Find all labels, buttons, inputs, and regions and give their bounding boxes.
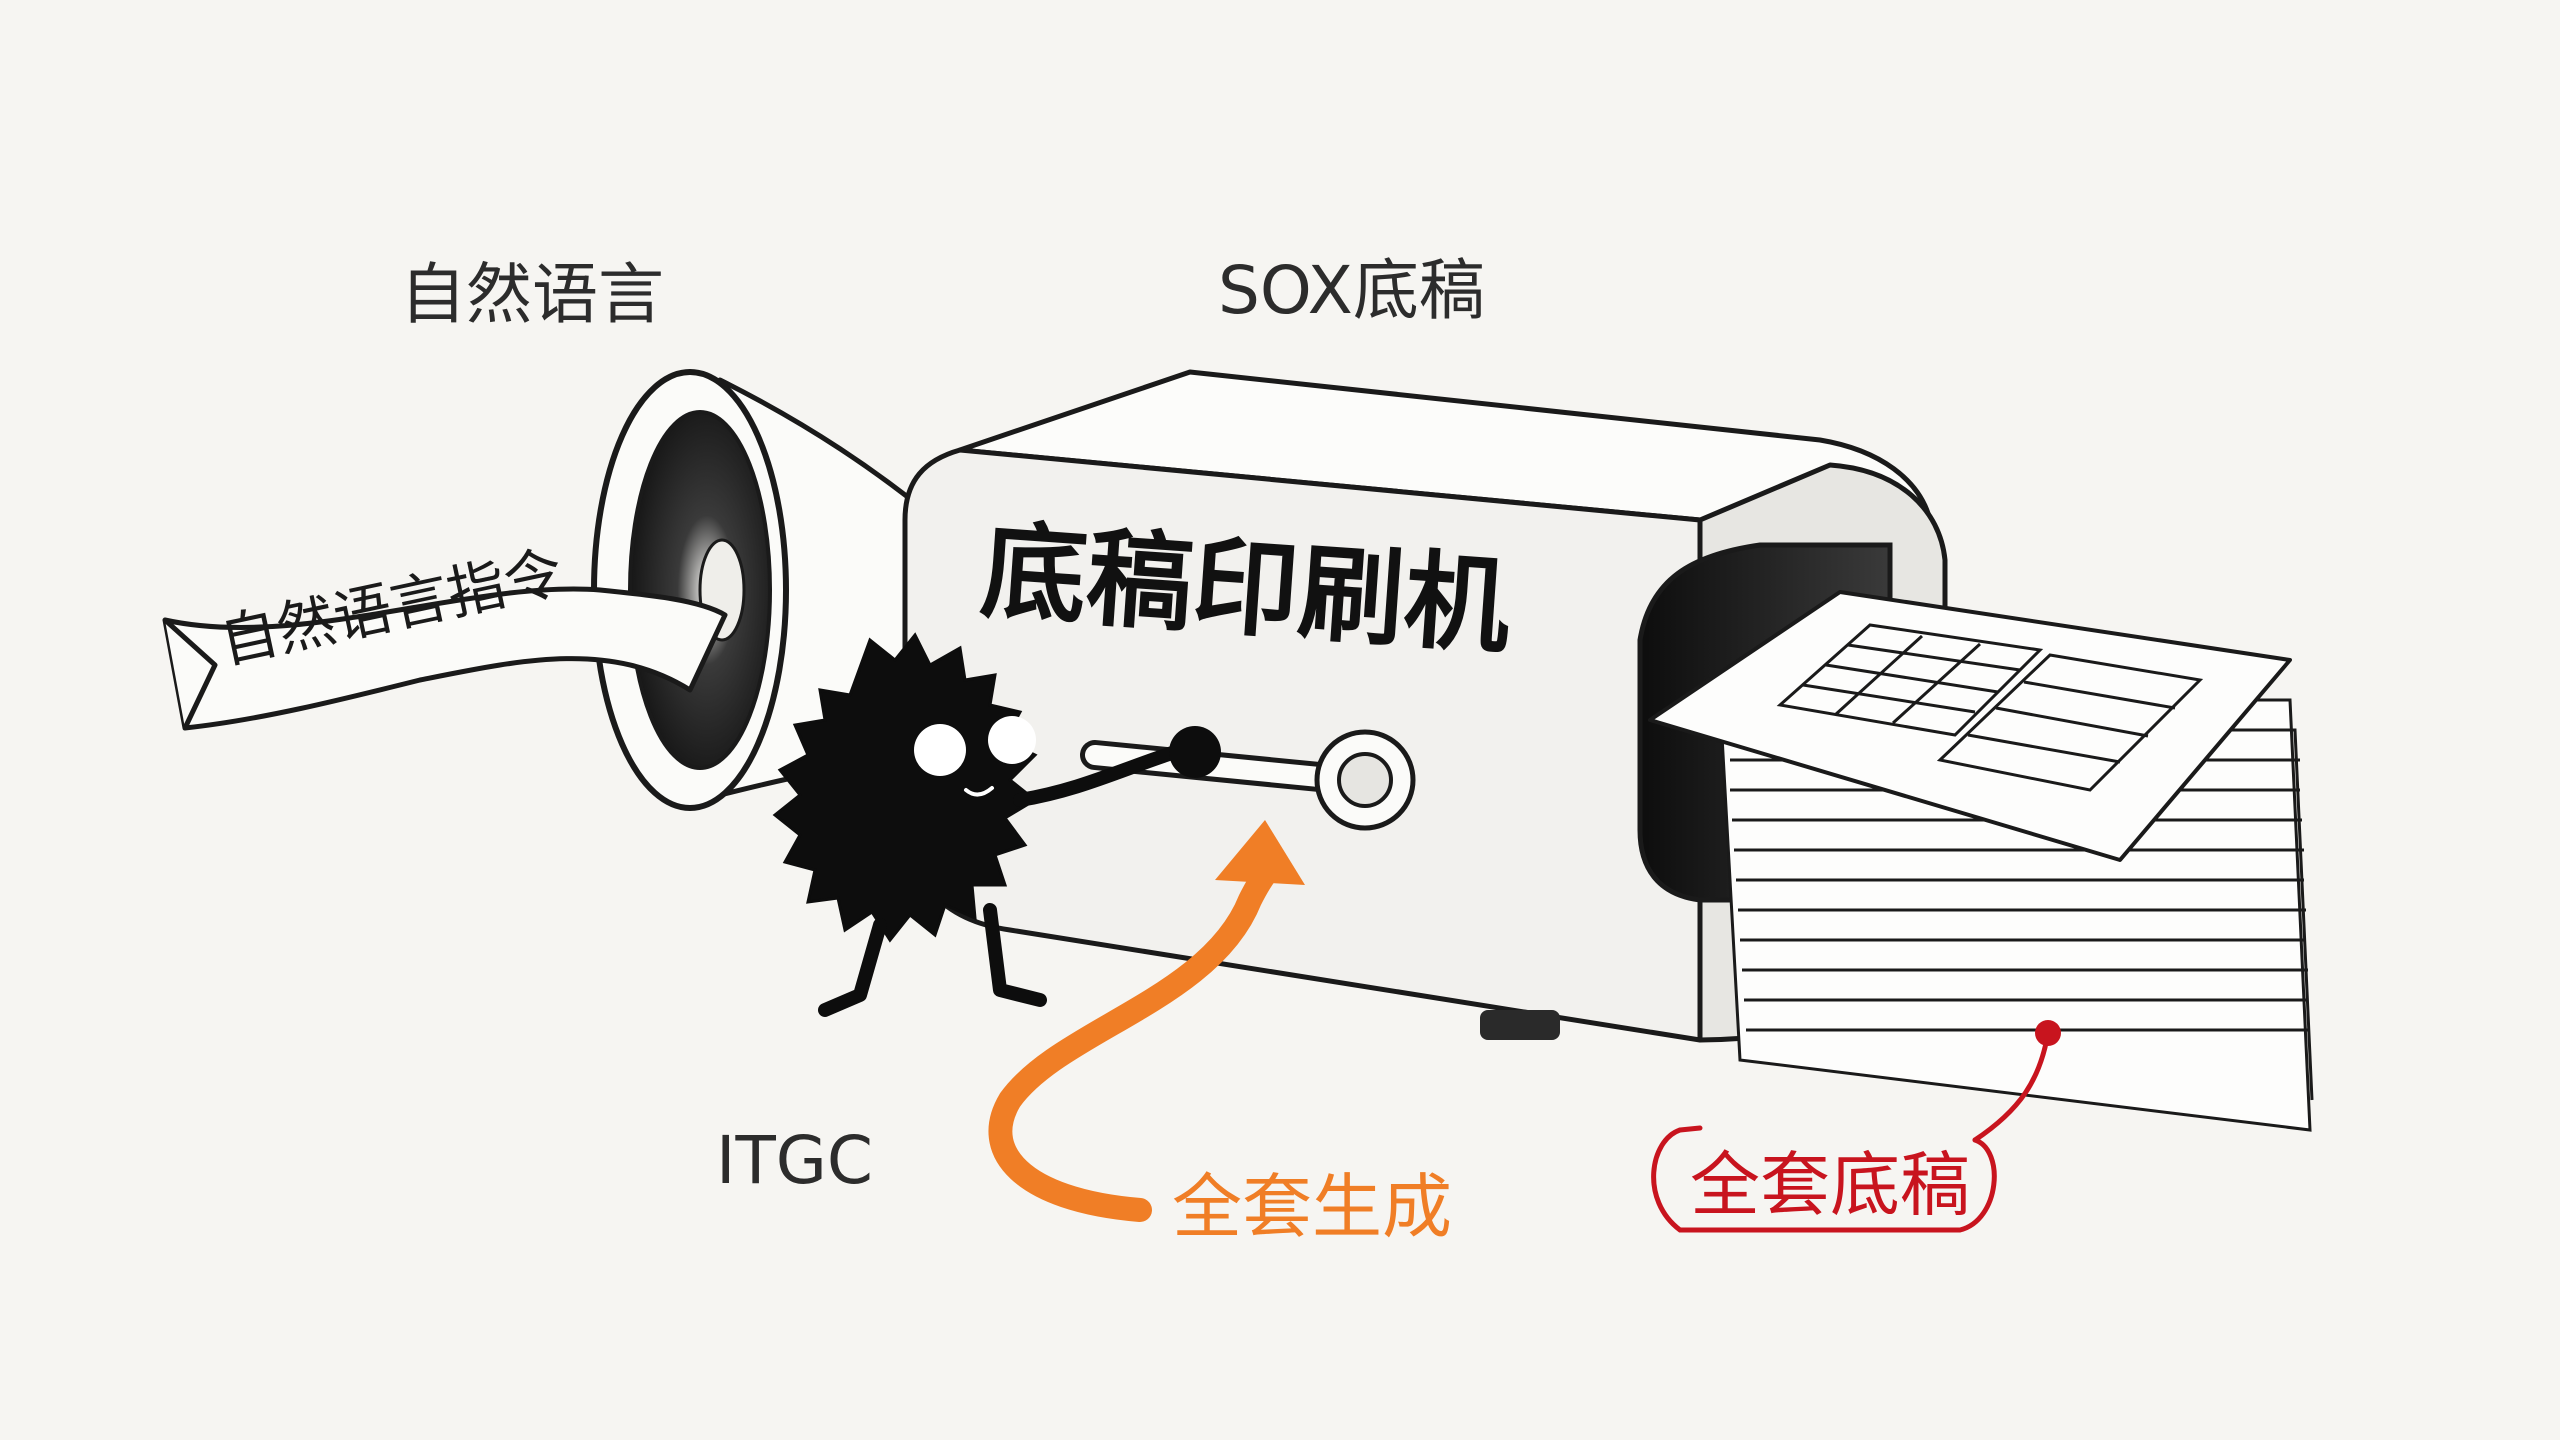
- sox-draft-label: SOX底稿: [1218, 258, 1485, 324]
- natural-language-label: 自然语言: [400, 262, 664, 328]
- paper-stack: [1650, 592, 2312, 1130]
- full-generation-label: 全套生成: [1172, 1172, 1452, 1242]
- itgc-label: ITGC: [716, 1128, 873, 1194]
- full-draft-label: 全套底稿: [1690, 1150, 1970, 1220]
